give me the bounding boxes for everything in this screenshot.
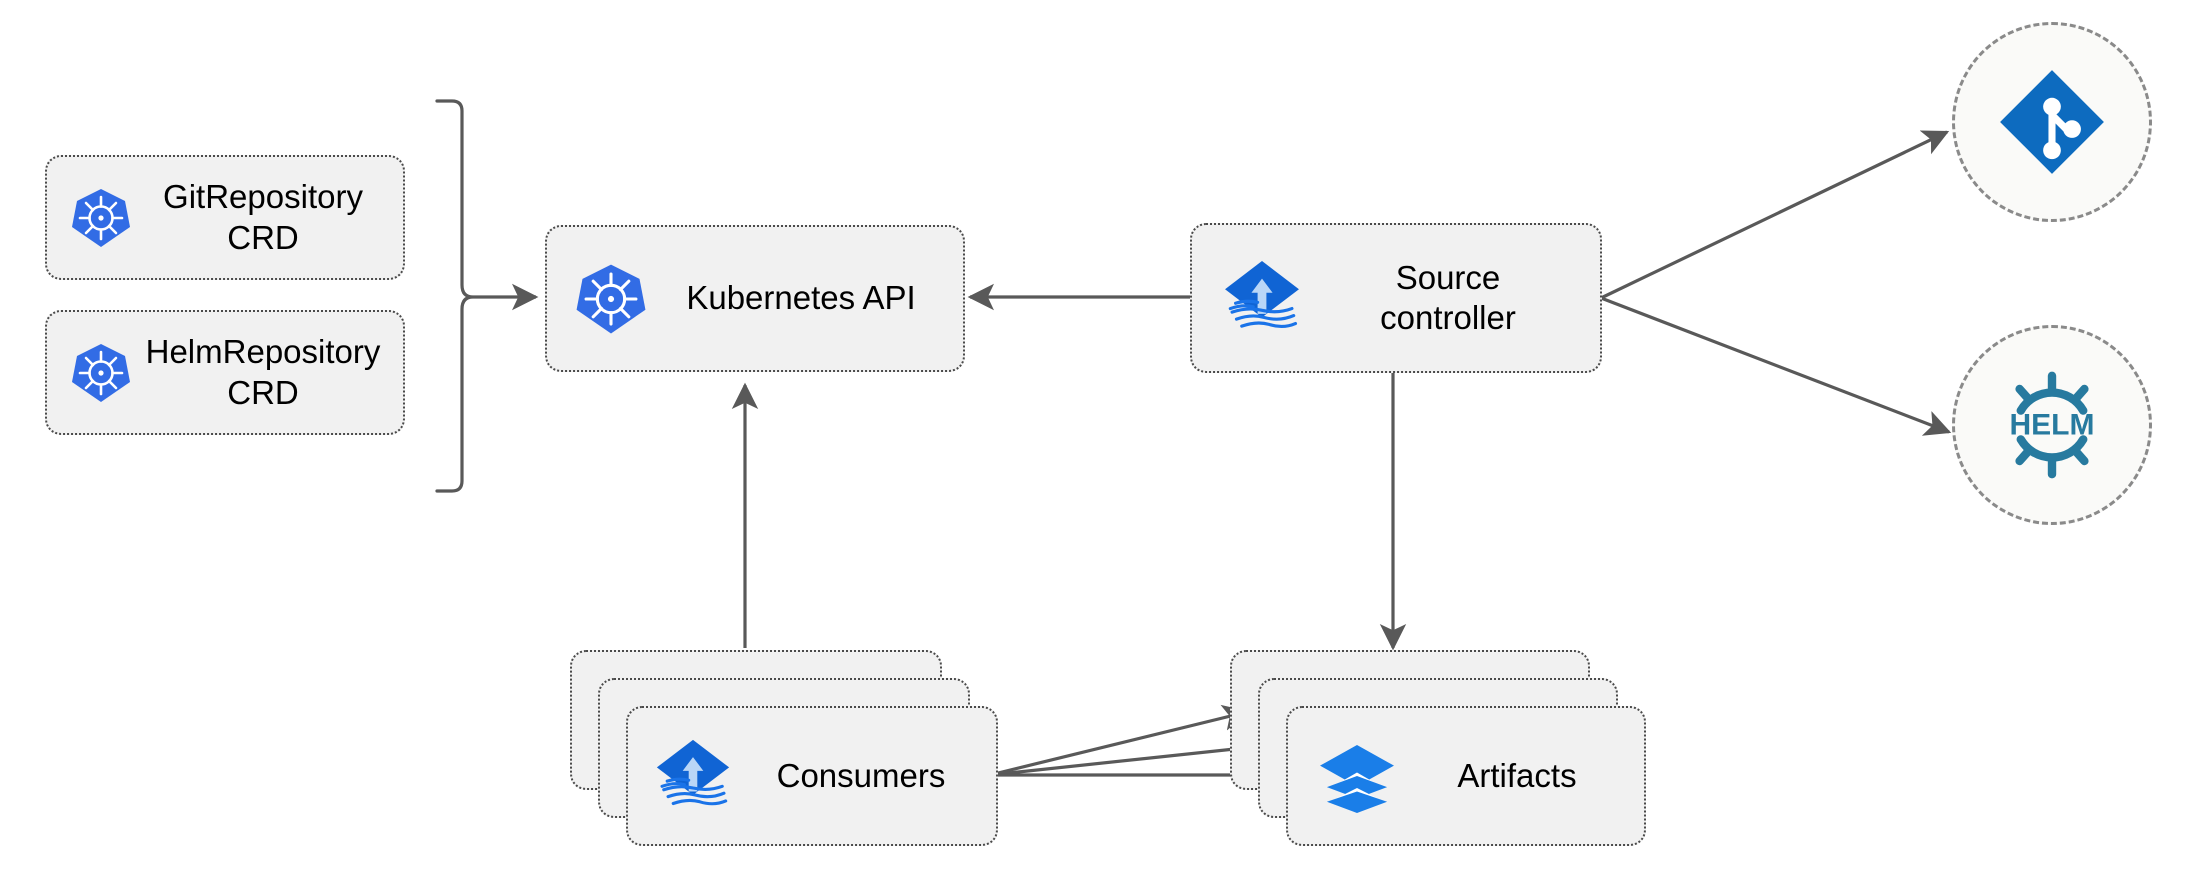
node-git-source[interactable] [1952,22,2152,222]
node-label: Kubernetes API [686,279,916,317]
node-label: Consumers [776,756,946,794]
kubernetes-icon [69,341,133,405]
git-icon [1993,63,2111,181]
flux-icon [1218,254,1306,342]
edge-source-controller-to-git [1600,130,1950,300]
node-consumers[interactable]: Consumers [626,706,998,846]
node-label: Artifacts [1457,756,1577,794]
node-artifacts[interactable]: Artifacts [1286,706,1646,846]
edge-source-controller-to-helm [1600,296,1952,436]
node-label: GitRepository CRD [163,178,363,256]
node-source-controller[interactable]: Source controller [1190,223,1602,373]
node-label: Source controller [1380,258,1516,336]
crd-group-bracket [435,99,474,493]
kubernetes-icon [573,261,649,337]
node-git-repository-crd[interactable]: GitRepository CRD [45,155,405,280]
kubernetes-icon [69,186,133,250]
helm-icon: HELM [1992,365,2112,485]
helm-wordmark: HELM [2010,409,2095,442]
layers-icon [1314,733,1400,819]
edge-consumers-to-artifacts-back [989,704,1250,777]
node-label: HelmRepository CRD [145,333,381,411]
node-helm-source[interactable]: HELM [1952,325,2152,525]
node-kubernetes-api[interactable]: Kubernetes API [545,225,965,372]
node-helm-repository-crd[interactable]: HelmRepository CRD [45,310,405,435]
flux-icon [650,733,736,819]
